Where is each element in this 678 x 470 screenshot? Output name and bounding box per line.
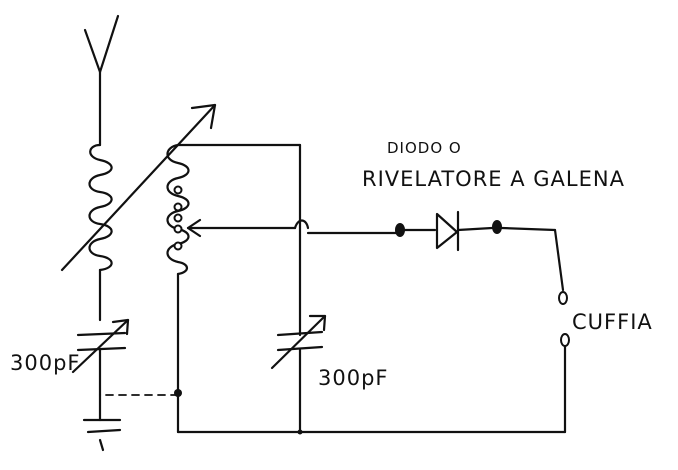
diode-label-line1: DIODO O — [387, 139, 462, 157]
coil-tap — [173, 202, 183, 212]
coil-tap — [173, 241, 183, 251]
antenna-icon — [83, 14, 120, 147]
return-wire — [176, 343, 567, 435]
coil-tap — [173, 185, 183, 195]
variable-coupling-arrow — [60, 103, 217, 272]
middle-capacitor-label: 300pF — [318, 366, 389, 390]
coil-tap — [173, 224, 183, 234]
primary-coil-icon — [88, 143, 113, 322]
headphone-terminals — [558, 291, 570, 347]
left-capacitor-label: 300pF — [10, 351, 81, 375]
secondary-coil-icon — [166, 143, 302, 394]
tuning-capacitor-branch — [270, 143, 327, 434]
diode-icon — [395, 210, 565, 292]
diode-label-line2: RIVELATORE A GALENA — [362, 167, 625, 191]
headphones-label: CUFFIA — [572, 310, 653, 334]
ground-icon — [82, 418, 122, 452]
antenna-capacitor-branch — [71, 318, 130, 422]
tap-selector-arrow — [186, 218, 402, 238]
coil-tap — [173, 213, 183, 223]
